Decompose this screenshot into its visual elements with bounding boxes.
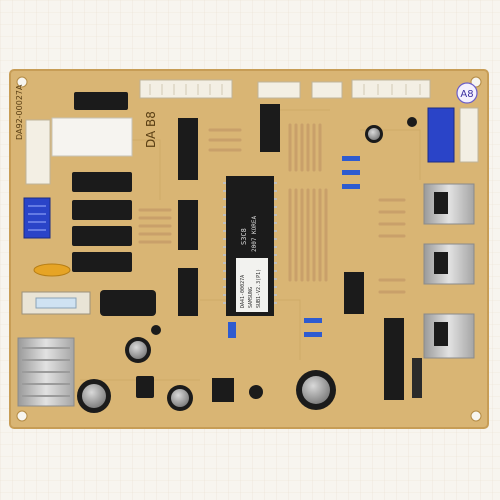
vertical-board-label: DA92-00027A: [15, 84, 24, 140]
top-connectors: [139, 79, 431, 99]
blue-components: [228, 156, 360, 338]
mcu-sticker-line-3: SUB1-V2.3(P1): [256, 269, 262, 308]
relay-bank: [72, 92, 132, 272]
yellow-capacitor: [33, 263, 71, 277]
version-sticker: A8: [456, 82, 478, 104]
electrolytic-capacitors: [77, 125, 383, 413]
transistors: [136, 117, 417, 398]
regulator-heatsinks: [423, 183, 475, 359]
pin-header: [412, 358, 422, 398]
right-blue-connector: [427, 107, 455, 163]
main-mcu: S3C8 2007 KOREA DA41-00027A SAMSUNG SUB1…: [223, 176, 277, 316]
mcu-chip-label-1: S3C8: [240, 228, 248, 245]
version-sticker-text: A8: [460, 89, 473, 100]
board-logo: DA B8: [144, 111, 158, 148]
black-component: [100, 290, 156, 316]
resistor-rows: [138, 128, 406, 294]
mcu-chip-label-2: 2007 KOREA: [251, 215, 258, 252]
right-white-connector: [459, 107, 479, 163]
left-blue-connector: [23, 197, 51, 239]
resistor-field: [288, 123, 328, 282]
main-relay: [51, 117, 133, 157]
left-white-connector: [25, 119, 51, 185]
mcu-sticker-line-1: DA41-00027A: [240, 275, 246, 308]
left-heatsink: [17, 337, 75, 407]
mcu-sticker: [236, 258, 268, 312]
mcu-sticker-line-2: SAMSUNG: [248, 287, 254, 308]
ic-dips: [178, 104, 404, 402]
fuse: [21, 291, 91, 315]
